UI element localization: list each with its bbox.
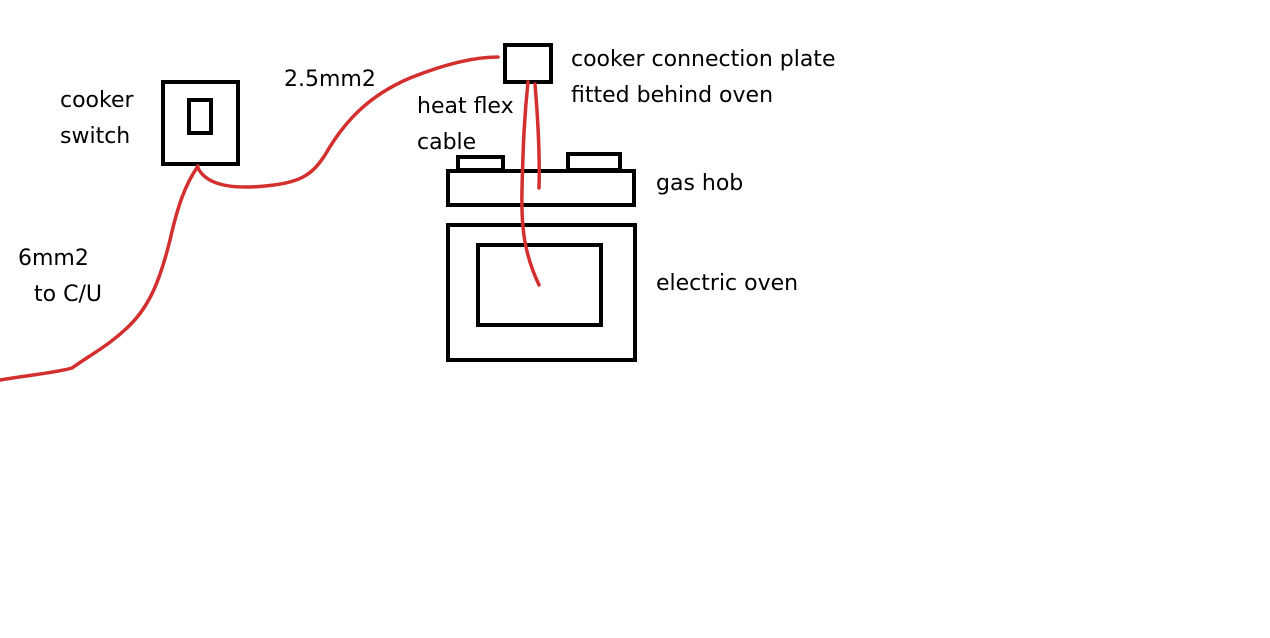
gas-hob (446, 152, 636, 207)
cooker-switch-label-line2: switch (60, 124, 130, 149)
connection-plate-label-line1: cooker connection plate (571, 47, 835, 72)
cooker-switch-label-line1: cooker (60, 88, 135, 113)
cooker-switch (161, 80, 240, 166)
oven-body (446, 223, 637, 362)
hob-body (446, 169, 636, 207)
connection-plate-label-line2: fitted behind oven (571, 83, 773, 108)
heat-flex-label-line1: heat flex (417, 94, 514, 119)
wire-2-5mm (196, 55, 500, 189)
cooker-switch-plate (161, 80, 240, 166)
hob-burner-left (456, 155, 505, 172)
wire-heat-flex-hob (533, 82, 542, 190)
cooker-connection-plate (503, 43, 553, 84)
electric-oven-label: electric oven (656, 271, 798, 296)
gas-hob-label: gas hob (656, 171, 743, 196)
wire-heat-flex-oven (520, 80, 541, 287)
heat-flex-label-line2: cable (417, 130, 476, 155)
oven-window (476, 243, 603, 327)
cable-6mm-label-line2: to C/U (34, 282, 102, 307)
hob-burner-right (566, 152, 622, 172)
cable-6mm-label-line1: 6mm2 (18, 246, 89, 271)
cable-2-5mm-label: 2.5mm2 (284, 67, 376, 92)
electric-oven (446, 223, 637, 362)
cooker-switch-rocker (187, 98, 213, 135)
wire-6mm-to-cu (0, 164, 200, 382)
